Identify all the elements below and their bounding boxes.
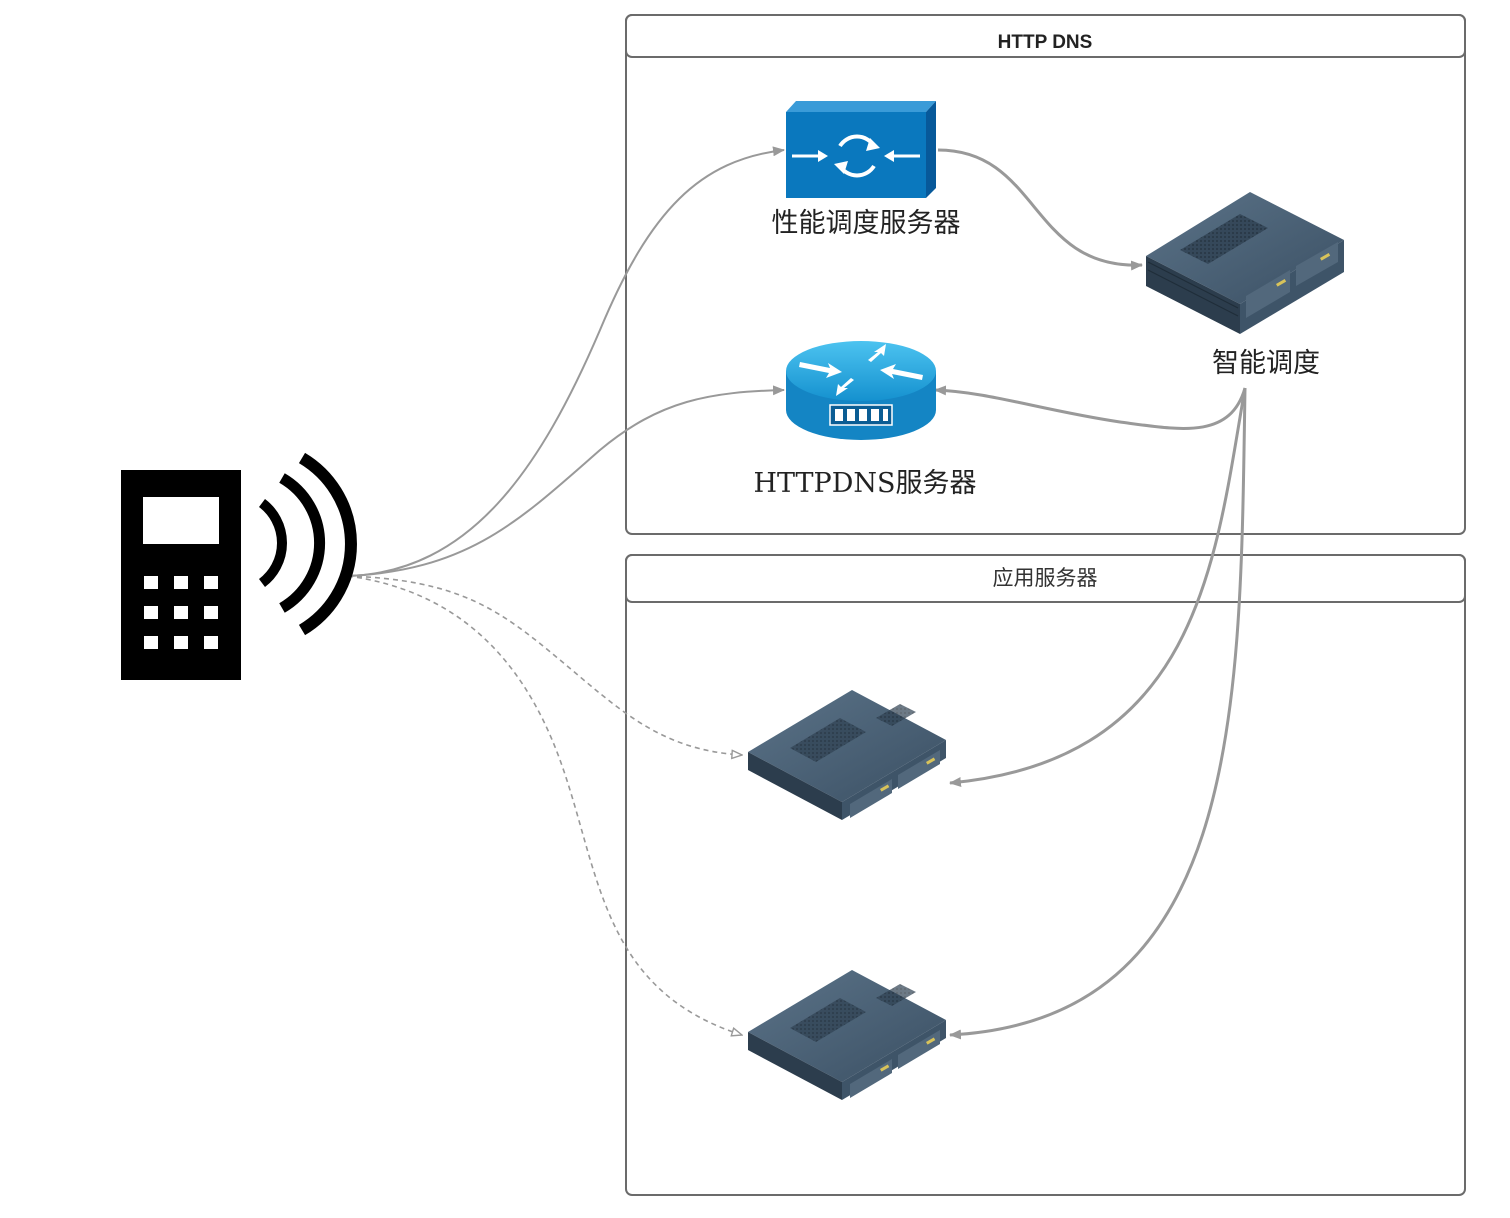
app-servers-container: 应用服务器 — [625, 554, 1466, 1196]
app-server-2-node[interactable] — [748, 970, 946, 1100]
server-icon — [748, 970, 946, 1100]
edge-client-to-perf-scheduler — [347, 146, 785, 577]
perf-scheduler-label: 性能调度服务器 — [772, 208, 961, 239]
sync-switch-icon — [786, 101, 936, 198]
edge-perf-scheduler-to-smart-scheduler — [937, 148, 1143, 271]
smart-scheduler-label: 智能调度 — [1212, 348, 1320, 379]
app-servers-container-frame — [625, 554, 1466, 1196]
edge-smart-scheduler-to-app-server-2 — [949, 387, 1247, 1040]
edge-client-to-app-server-2 — [347, 575, 742, 1035]
server-icon — [1146, 192, 1344, 334]
edge-smart-scheduler-to-httpdns-server — [934, 385, 1247, 430]
smart-scheduler-node[interactable]: 智能调度 — [1146, 192, 1344, 379]
app-server-1-node[interactable] — [748, 690, 946, 820]
client-node[interactable] — [121, 452, 357, 680]
connectors — [347, 146, 1247, 1040]
httpdns-server-node[interactable]: HTTPDNS服务器 — [753, 341, 977, 499]
httpdns-container-title: HTTP DNS — [998, 32, 1093, 53]
server-icon — [748, 690, 946, 820]
edge-client-to-httpdns-server — [347, 385, 785, 577]
edge-smart-scheduler-to-app-server-1 — [949, 387, 1247, 787]
perf-scheduler-node[interactable]: 性能调度服务器 — [772, 101, 961, 239]
mobile-wireless-icon — [121, 452, 357, 680]
httpdns-server-label: HTTPDNS服务器 — [753, 468, 976, 499]
httpdns-container-header — [625, 14, 1466, 58]
edge-client-to-app-server-1 — [347, 575, 742, 755]
app-servers-container-header — [625, 554, 1466, 603]
app-servers-container-title: 应用服务器 — [993, 566, 1098, 590]
router-icon — [786, 341, 936, 440]
